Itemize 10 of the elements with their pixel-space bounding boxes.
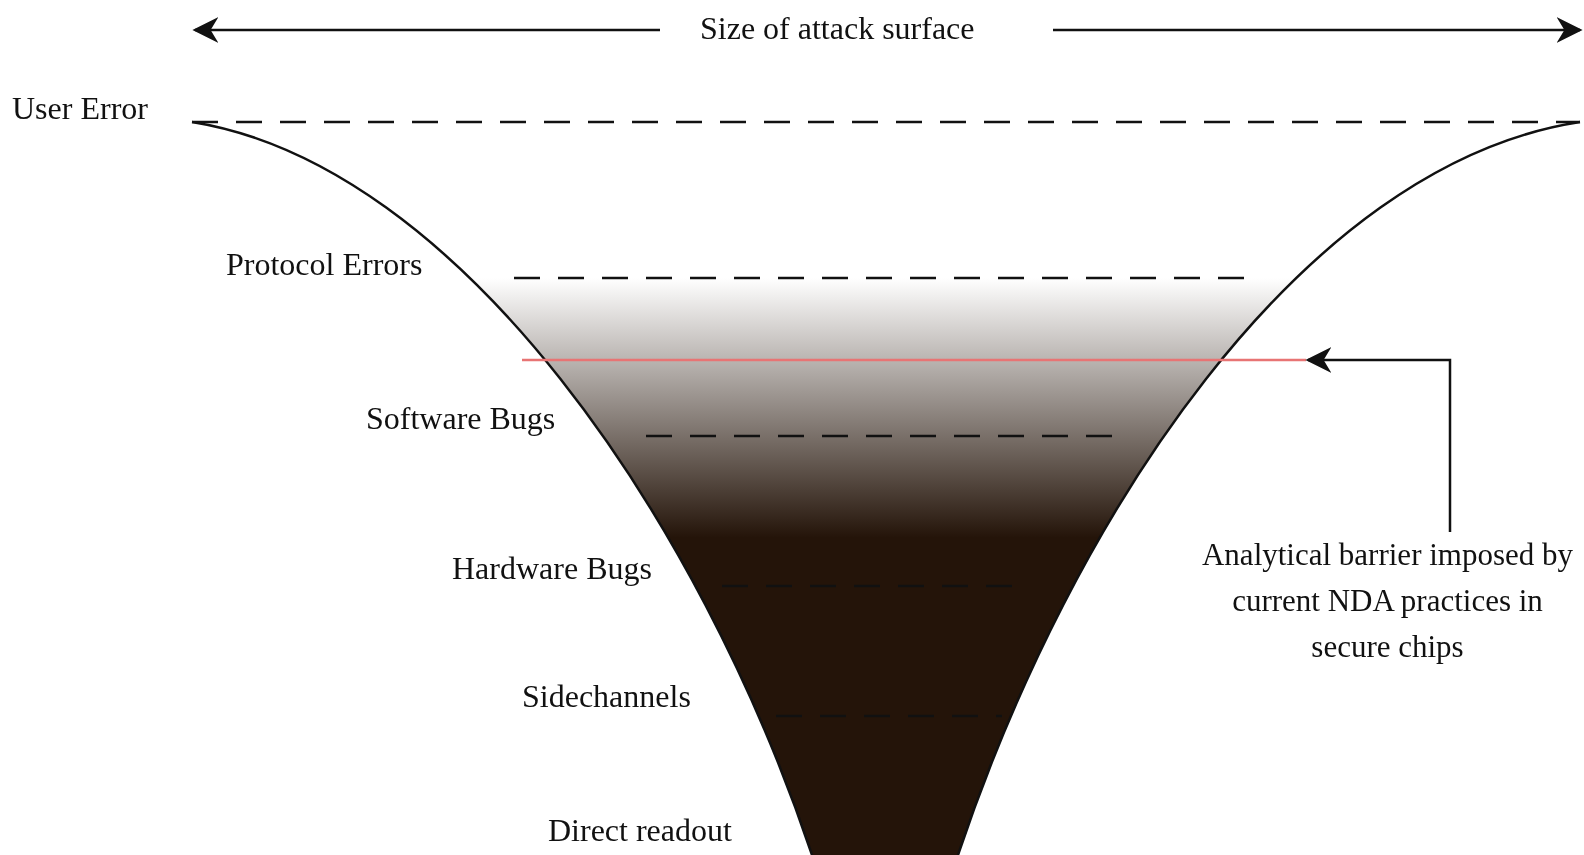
level-label: Sidechannels: [522, 678, 691, 714]
barrier-line: [522, 358, 1306, 362]
level-label: Hardware Bugs: [452, 550, 652, 586]
level-label: Protocol Errors: [226, 246, 423, 282]
level-label: User Error: [12, 90, 148, 126]
callout-text: Analytical barrier imposed by current NDA practices in secure chips: [1200, 532, 1575, 670]
level-label: Direct readout: [548, 812, 732, 848]
axis-title: Size of attack surface: [700, 10, 975, 46]
level-label: Software Bugs: [366, 400, 556, 436]
leader-arrow: [1305, 347, 1452, 532]
